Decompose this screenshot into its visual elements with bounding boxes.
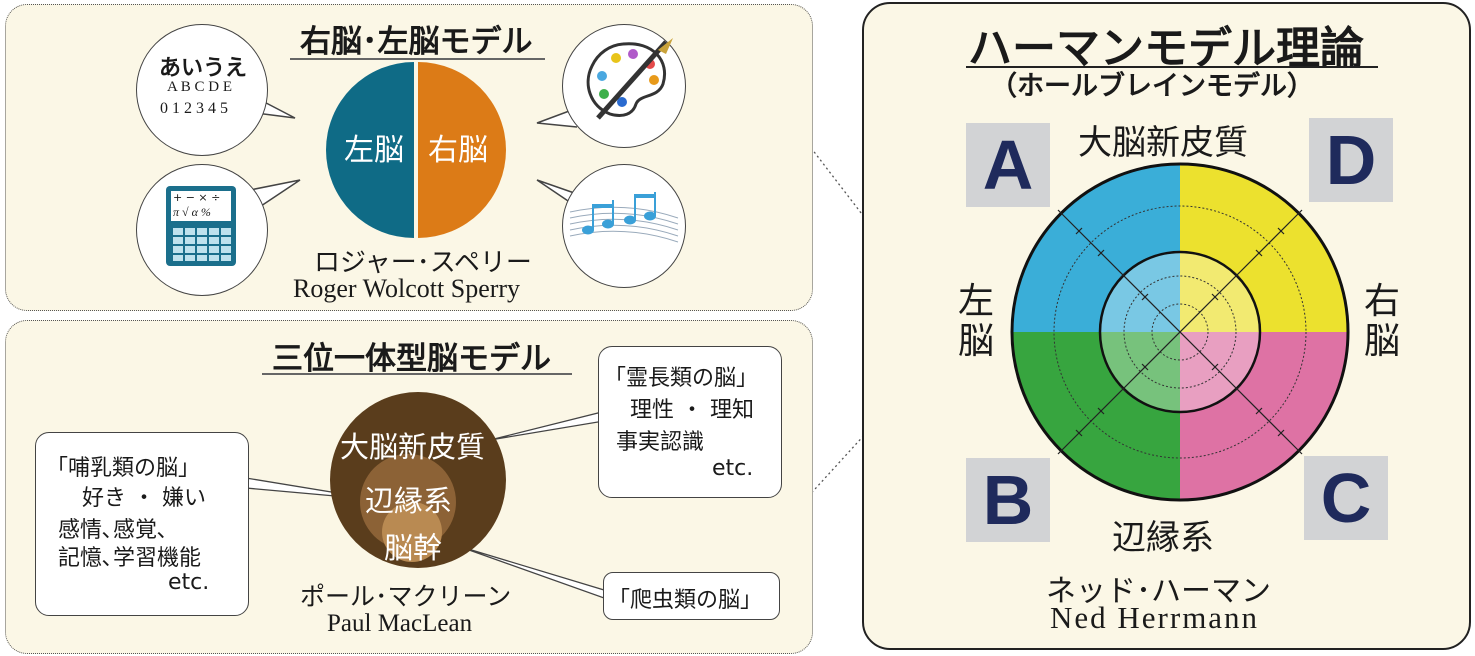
- herrmann-right-label: 右 脳: [1364, 282, 1400, 362]
- primate-line1: 理性 ・ 理知: [630, 392, 754, 424]
- brainstem-label: 脳幹: [384, 525, 442, 567]
- reptile-label: 「爬虫類の脳」: [608, 582, 762, 614]
- herrmann-name-en: Ned Herrmann: [1050, 600, 1259, 636]
- whole-brain-circle: [1008, 160, 1352, 504]
- primate-line3: etc.: [712, 456, 753, 481]
- primate-heading: 「霊長類の脳」: [604, 360, 758, 392]
- mammal-line1: 好き ・ 嫌い: [82, 480, 206, 512]
- neocortex-label: 大脳新皮質: [340, 424, 485, 466]
- limbic-label: 辺縁系: [365, 478, 452, 520]
- herrmann-top-label: 大脳新皮質: [1078, 115, 1248, 164]
- herrmann-bottom-label: 辺縁系: [1112, 510, 1214, 559]
- maclean-name-jp: ポール･マクリーン: [300, 577, 511, 613]
- herrmann-subtitle: （ホールブレインモデル）: [990, 64, 1314, 103]
- mammal-line4: etc.: [168, 570, 209, 595]
- maclean-name-en: Paul MacLean: [327, 610, 472, 638]
- mammal-line3: 記憶､学習機能: [58, 540, 201, 572]
- herrmann-left-label: 左 脳: [958, 282, 994, 362]
- primate-line2: 事実認識: [616, 424, 704, 456]
- mammal-heading: 「哺乳類の脳」: [46, 450, 200, 482]
